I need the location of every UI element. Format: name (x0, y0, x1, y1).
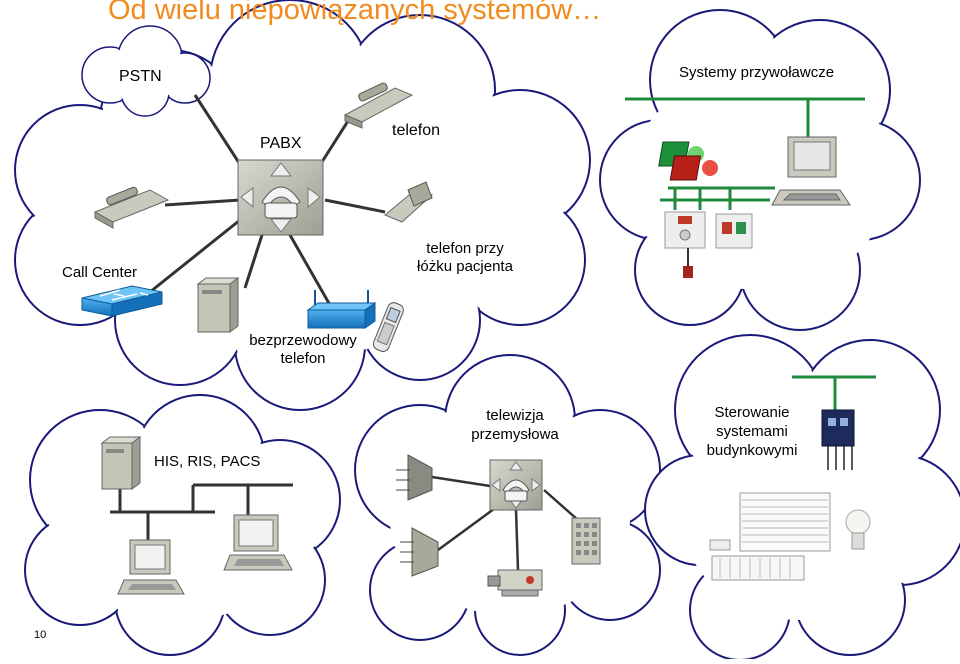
call-center-label: Call Center (62, 264, 138, 281)
alarm-lamp-icon (658, 141, 718, 181)
cctv-label-2: przemysłowa (471, 426, 559, 443)
cctv-hub-device (489, 459, 543, 511)
paging-computer-icon (771, 136, 851, 206)
pabx-links (149, 94, 386, 306)
window-blinds-icon (739, 492, 831, 552)
phone-bedside-icon (384, 181, 433, 223)
wireless-ap-icon (306, 290, 377, 329)
phone-left-icon (93, 186, 170, 229)
his-server-icon (100, 436, 142, 490)
paging-systems-label: Systemy przywoławcze (679, 64, 835, 81)
video-camera-icon (487, 569, 543, 597)
bedside-phone-label-1: telefon przy (426, 240, 504, 257)
keypad-icon (571, 517, 601, 565)
wireless-phone-label-1: bezprzewodowy (249, 332, 357, 349)
bms-label-3: budynkowymi (706, 442, 798, 459)
telefon-label: telefon (392, 122, 441, 139)
phone-top-icon (343, 82, 414, 129)
pstn-label: PSTN (119, 68, 162, 85)
cctv-links (431, 475, 579, 571)
server-icon (196, 277, 240, 333)
pabx-device (237, 159, 324, 236)
wireless-phone-label-2: telefon (280, 350, 326, 367)
his-ris-pacs-label: HIS, RIS, PACS (154, 453, 261, 470)
light-bulb-icon (845, 509, 871, 550)
bedside-phone-label-2: łóżku pacjenta (417, 258, 513, 275)
slide-title: Od wielu niepowiązanych systemów… (108, 0, 602, 26)
call-panel-icon (664, 211, 706, 278)
radiator-icon (711, 555, 805, 581)
call-center-switch-icon (81, 285, 163, 317)
cctv-camera-bottom-icon (400, 527, 439, 577)
cctv-camera-top-icon (396, 454, 433, 501)
cctv-label-1: telewizja (486, 407, 544, 424)
page-number: 10 (34, 629, 47, 641)
pabx-label: PABX (260, 135, 302, 152)
bms-controller-icon (821, 409, 855, 470)
workstation-right-icon (223, 514, 293, 571)
bms-label-2: systemami (716, 423, 788, 440)
nurse-panel-icon (715, 213, 753, 249)
workstation-left-icon (117, 539, 185, 595)
paging-network (625, 97, 865, 210)
handheld-phone-icon (372, 302, 404, 352)
bms-label-1: Sterowanie (714, 404, 790, 421)
thermostat-icon (709, 539, 731, 551)
bms-network (792, 375, 876, 410)
